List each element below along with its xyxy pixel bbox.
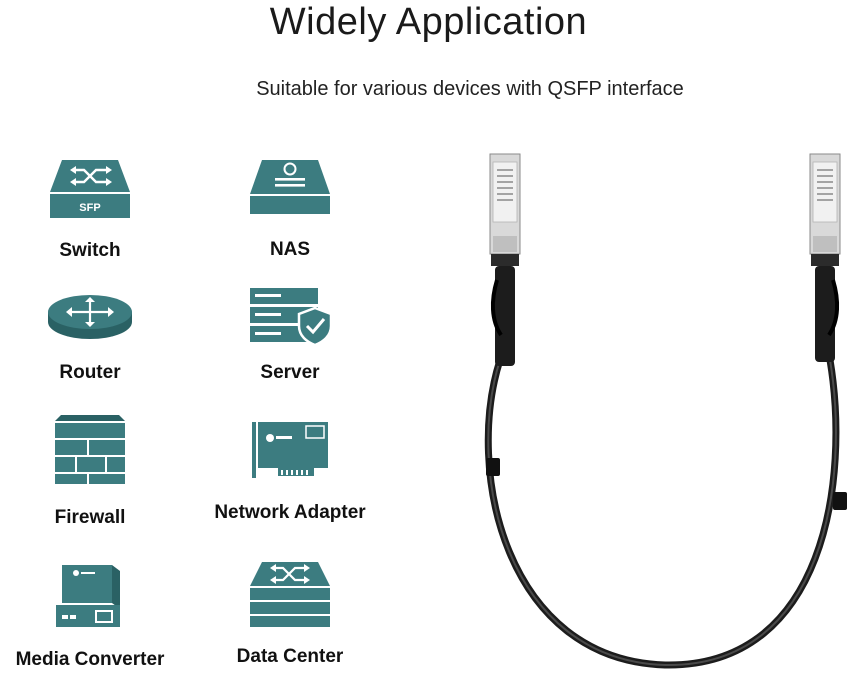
device-label-server: Server	[260, 362, 320, 383]
device-server: Server	[200, 286, 380, 384]
data-center-icon	[250, 562, 330, 627]
device-label-switch: Switch	[59, 240, 121, 261]
device-label-router: Router	[59, 362, 121, 383]
device-label-nas: NAS	[269, 239, 311, 260]
device-label-data-center: Data Center	[236, 646, 344, 667]
device-label-network-adapter: Network Adapter	[214, 502, 366, 523]
network-adapter-icon	[252, 422, 328, 478]
router-icon	[48, 295, 132, 339]
device-data-center: Data Center	[200, 560, 380, 668]
device-router: Router	[0, 290, 180, 384]
switch-icon: SFP	[50, 160, 130, 218]
cable-loop	[484, 358, 840, 669]
left-sfp-connector	[489, 153, 521, 366]
device-nas: NAS	[200, 158, 380, 261]
device-firewall: Firewall	[0, 413, 180, 529]
device-label-firewall: Firewall	[54, 507, 126, 528]
right-sfp-connector	[809, 153, 841, 362]
nas-icon	[250, 160, 330, 214]
switch-badge: SFP	[79, 202, 100, 214]
firewall-icon	[55, 415, 125, 484]
device-label-media-converter: Media Converter	[15, 649, 165, 670]
server-icon	[250, 288, 333, 346]
device-network-adapter: Network Adapter	[200, 420, 380, 524]
dac-cable-illustration	[484, 153, 847, 669]
device-switch: SFP Switch	[0, 158, 180, 262]
page-subtitle: Suitable for various devices with QSFP i…	[256, 78, 684, 100]
device-media-converter: Media Converter	[0, 563, 180, 671]
page-title: Widely Application	[269, 1, 588, 43]
media-converter-icon	[56, 565, 120, 627]
